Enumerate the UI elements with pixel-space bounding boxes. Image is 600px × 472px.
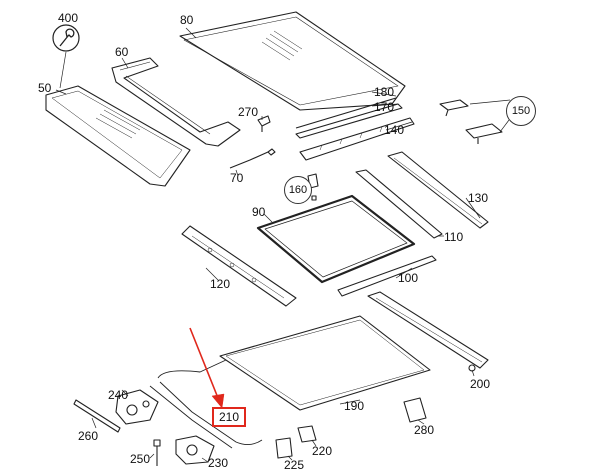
label-190: 190: [344, 399, 365, 413]
label-400: 400: [58, 11, 79, 25]
part-90-seal-ring: [256, 194, 416, 284]
label-210-highlighted: 210: [212, 407, 247, 427]
part-150-hinge-b: [465, 123, 503, 144]
part-170-strip: [295, 103, 403, 139]
label-180: 180: [374, 85, 395, 99]
label-270: 270: [238, 105, 259, 119]
label-240: 240: [108, 388, 129, 402]
label-70: 70: [230, 171, 244, 185]
part-100-strip: [337, 255, 437, 297]
label-100: 100: [398, 271, 419, 285]
part-120-side-rail: [181, 225, 297, 307]
part-70-cable: [229, 148, 276, 169]
label-140: 140: [384, 123, 405, 137]
label-60: 60: [115, 45, 129, 59]
part-180-seal: [295, 97, 397, 129]
wrench-icon: [52, 24, 80, 52]
label-225: 225: [284, 458, 305, 472]
part-50-sunblind: [45, 85, 191, 187]
part-150-hinge-a: [439, 99, 469, 117]
label-200: 200: [470, 377, 491, 391]
part-60-front-frame: [111, 57, 241, 147]
label-220: 220: [312, 444, 333, 458]
part-80-glass-panel: [179, 11, 406, 111]
part-110-strip: [355, 169, 443, 239]
label-90: 90: [252, 205, 266, 219]
part-220-clip: [297, 425, 317, 443]
label-110: 110: [444, 230, 464, 244]
part-190-frame: [219, 315, 431, 411]
label-80: 80: [180, 13, 194, 27]
part-140-deflector: [299, 117, 415, 161]
label-120: 120: [210, 277, 231, 291]
part-225-clip: [275, 437, 293, 459]
label-230: 230: [208, 456, 229, 470]
part-210-cable-assembly: [157, 359, 263, 445]
part-130-side-rail: [387, 151, 489, 229]
label-280: 280: [414, 423, 435, 437]
highlight-arrow: [189, 327, 225, 409]
label-260: 260: [78, 429, 99, 443]
label-170: 170: [374, 100, 395, 114]
label-150: 150: [506, 96, 536, 126]
part-240-motor: [115, 389, 159, 425]
part-270-screw: [257, 115, 271, 132]
part-260-strip: [73, 399, 121, 433]
label-50: 50: [38, 81, 52, 95]
part-250-bolt: [153, 439, 161, 466]
label-250: 250: [130, 452, 151, 466]
label-130: 130: [468, 191, 489, 205]
part-280-module: [403, 397, 427, 423]
label-160: 160: [284, 176, 312, 204]
